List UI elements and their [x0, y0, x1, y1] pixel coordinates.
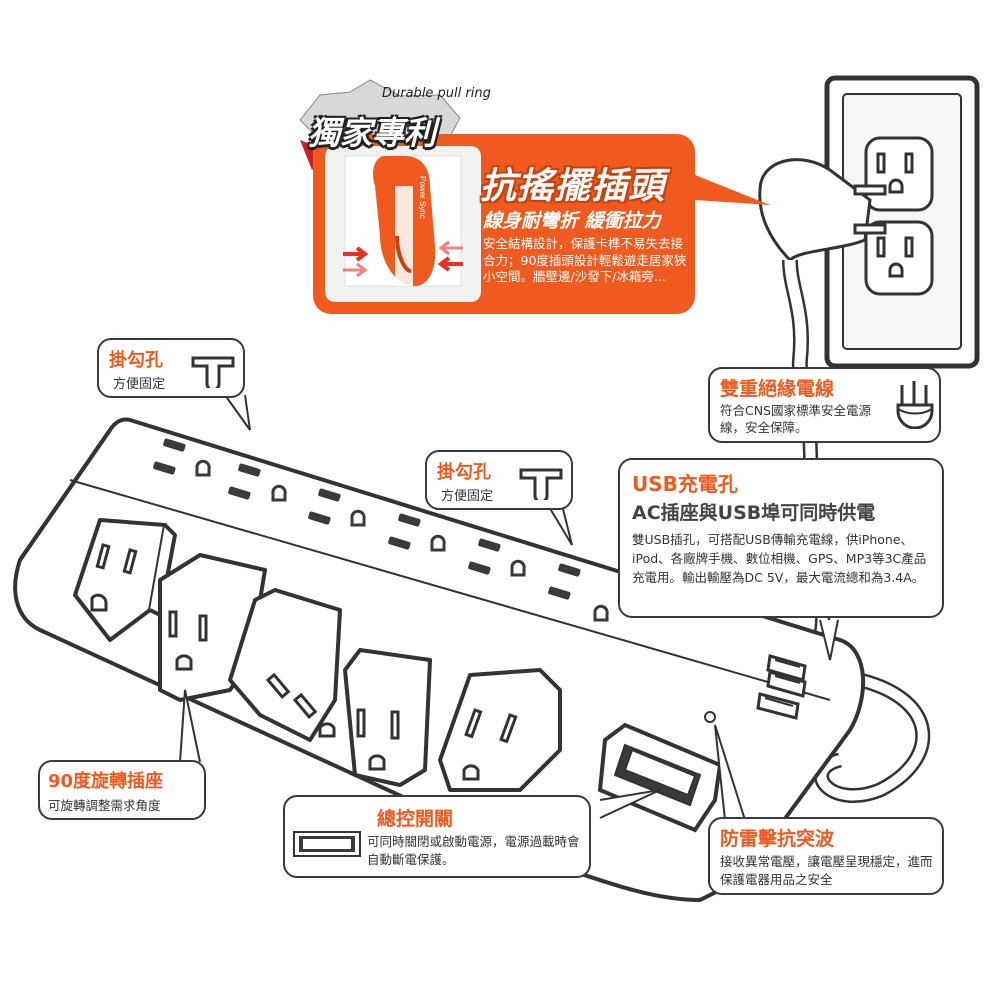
master-switch [597, 722, 723, 833]
plug-photo: Power Sync [325, 146, 481, 302]
pull-ring-caption: Durable pull ring [382, 86, 491, 101]
hook-hole-callout-left: 掛勾孔 方便固定 [97, 338, 245, 398]
double-insulated-cord-callout: 雙重絕緣電線 符合CNS國家標準安全電源線，安全保障。 [708, 367, 941, 443]
callout-text: 方便固定 [113, 377, 166, 392]
plug-brand-label: Power Sync [418, 176, 427, 219]
callout-title: 雙重絕緣電線 [720, 378, 835, 400]
patent-panel: Power Sync [313, 134, 695, 314]
hook-hole-icon [191, 356, 235, 388]
callout-text: 可旋轉調整需求角度 [48, 798, 161, 813]
rotating-outlets [73, 518, 562, 792]
callout-title: 90度旋轉插座 [48, 771, 164, 792]
callout-subtitle: AC插座與USB埠可同時供電 [632, 502, 876, 524]
hook-hole-icon [519, 468, 563, 500]
patent-heading: 抗搖擺插頭 [480, 166, 666, 207]
callout-title: 掛勾孔 [109, 350, 163, 371]
callout-text: 符合CNS國家標準安全電源線，安全保障。 [720, 403, 872, 435]
rotating-outlet-callout: 90度旋轉插座 可旋轉調整需求角度 [38, 760, 206, 820]
callout-title: USB充電孔 [632, 472, 738, 496]
callout-text: 接收異常電壓，讓電壓呈現穩定，進而保護電器用品之安全 [720, 854, 933, 887]
patent-subheading: 線身耐彎折 緩衝拉力 [483, 210, 661, 232]
patent-badge-label: 獨家專利 [308, 114, 437, 152]
patent-description: 安全結構設計，保護卡榫不易失去接合力；90度插頭設計輕鬆遊走居家狹小空間。牆壁邊… [483, 236, 687, 284]
callout-title: 掛勾孔 [437, 462, 491, 483]
hook-hole-callout-mid: 掛勾孔 方便固定 [425, 450, 573, 510]
insulated-cable-icon [896, 381, 934, 429]
surge-protection-callout: 防雷擊抗突波 接收異常電壓，讓電壓呈現穩定，進而保護電器用品之安全 [708, 817, 944, 895]
callout-text: 方便固定 [441, 489, 494, 504]
callout-title: 防雷擊抗突波 [720, 828, 835, 850]
callout-text: 可同時關閉或啟動電源，電源過載時會自動斷電保護。 [367, 834, 580, 867]
wall-socket [824, 75, 980, 369]
usb-charging-callout: USB充電孔 AC插座與USB埠可同時供電 雙USB插孔，可搭配USB傳輸充電線… [618, 458, 944, 618]
master-switch-callout: 總控開關 可同時關閉或啟動電源，電源過載時會自動斷電保護。 [283, 795, 591, 878]
callout-text: 雙USB插孔，可搭配USB傳輸充電線，供iPhone、iPod、各廠牌手機、數位… [632, 532, 927, 585]
callout-title: 總控開關 [377, 808, 454, 830]
usb-ports [756, 654, 807, 720]
top-slots [153, 438, 581, 600]
callout-pointers [179, 175, 839, 821]
switch-icon [293, 831, 361, 857]
